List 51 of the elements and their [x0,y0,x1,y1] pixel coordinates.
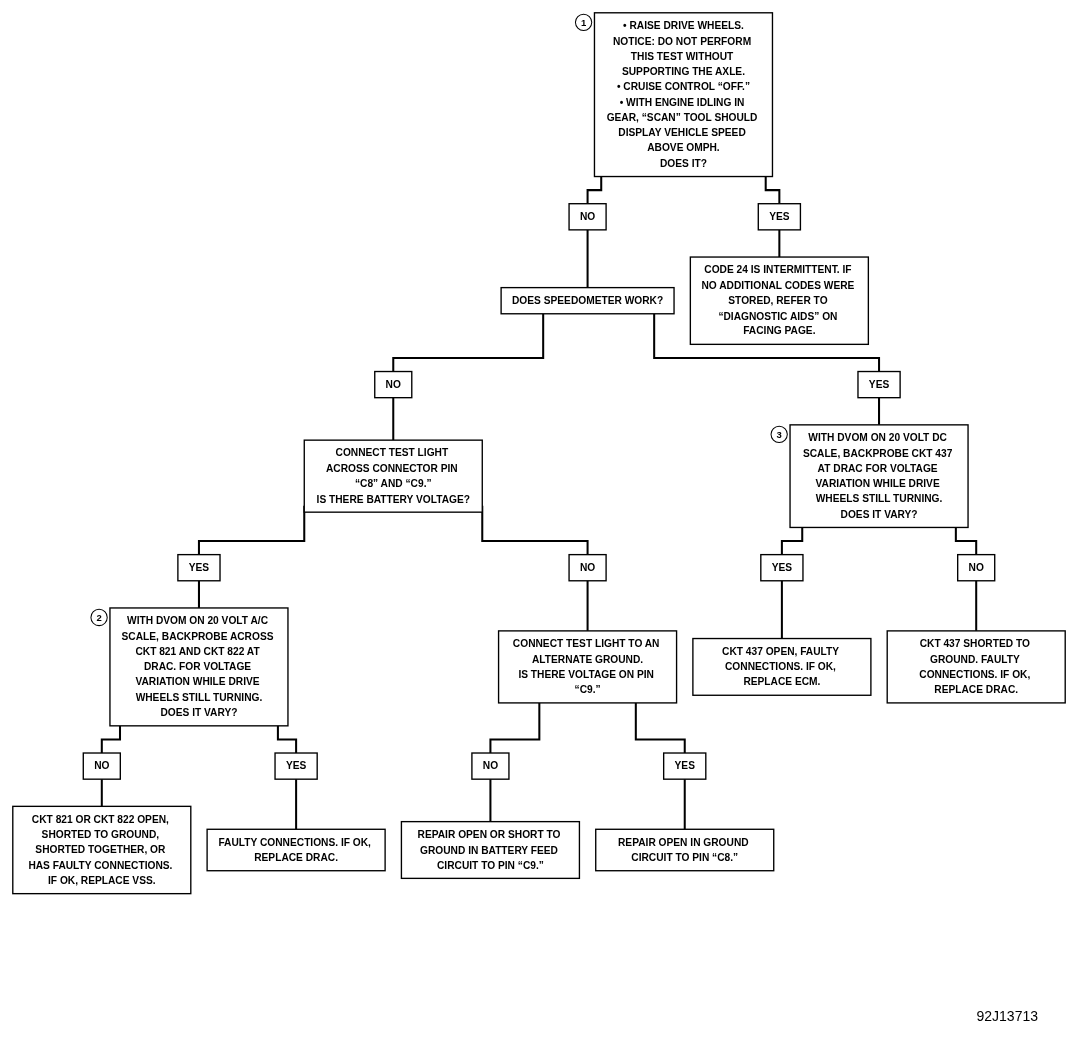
connector [780,580,783,640]
connector [197,580,200,609]
node-box: CKT 821 OR CKT 822 OPEN, SHORTED TO GROUND, SHORTED TOGETHER, OR HAS FAULTY CONNECTIONS. IF OK, REPLACE VSS. [12,805,192,895]
connector [489,702,541,755]
node-box: CONNECT TEST LIGHT ACROSS CONNECTOR PIN “C8” AND “C9.” IS THERE BATTERY VOLTAGE? [303,439,483,513]
node-box: YES [663,752,707,780]
node-box: REPAIR OPEN OR SHORT TO GROUND IN BATTERY FEED CIRCUIT TO PIN “C9.” [400,820,581,880]
node-box: WITH DVOM ON 20 VOLT DC SCALE, BACKPROBE CKT 437 AT DRAC FOR VOLTAGE VARIATION WHILE DRIVE WHEELS STILL TURNING. DOES IT VARY? [789,424,969,529]
connector [276,725,298,755]
node-box: • RAISE DRIVE WHEELS. NOTICE: DO NOT PERFORM THIS TEST WITHOUT SUPPORTING THE AXLE. • CRUISE CONTROL “OFF.” • WITH ENGINE IDLING IN GEAR, “SCAN” TOOL SHOULD DISPLAY VEHICLE SPEED ABOVE OMPH. DOES IT? [593,12,774,178]
node-box: NO [568,203,607,231]
node-box: CKT 437 SHORTED TO GROUND. FAULTY CONNECTIONS. IF OK, REPLACE DRAC. [886,630,1066,704]
node-box: NO [82,752,121,780]
connector [634,702,686,755]
node-box: NO [568,553,607,582]
step-number: 3 [770,425,788,444]
connector [392,397,395,442]
connector [653,313,881,373]
node-box: YES [757,203,802,231]
node-box: NO [471,752,510,780]
connector [878,397,881,426]
node-box: NO [957,553,996,582]
connector [778,229,781,259]
figure-number: 92J13713 [976,1008,1038,1024]
node-box: YES [177,553,221,582]
connector [586,229,589,289]
connector [100,779,103,808]
node-box: YES [760,553,804,582]
connector [392,313,545,373]
node-box: CKT 437 OPEN, FAULTY CONNECTIONS. IF OK, REPLACE ECM. [692,637,872,696]
connector [683,779,686,831]
connector [780,527,804,556]
node-box: CONNECT TEST LIGHT TO AN ALTERNATE GROUND. IS THERE VOLTAGE ON PIN “C9.” [497,630,678,704]
connector [975,580,978,632]
connector [954,527,978,556]
node-box: YES [857,370,901,399]
node-box: DOES SPEEDOMETER WORK? [500,286,675,315]
connector [100,725,121,755]
node-box: YES [274,752,318,780]
node-box: CODE 24 IS INTERMITTENT. IF NO ADDITIONAL CODES WERE STORED, REFER TO “DIAGNOSTIC AIDS” ON FACING PAGE. [689,256,870,346]
connector [295,779,298,831]
step-number: 1 [574,13,593,31]
connector [489,779,492,823]
connector [764,176,781,205]
connector [586,580,589,632]
node-box: REPAIR OPEN IN GROUND CIRCUIT TO PIN “C8.” [595,828,775,872]
node-box: NO [374,370,413,399]
step-number: 2 [90,608,108,627]
node-box: WITH DVOM ON 20 VOLT A/C SCALE, BACKPROBE ACROSS CKT 821 AND CKT 822 AT DRAC. FOR VOLTAGE VARIATION WHILE DRIVE WHEELS STILL TURNING. DOES IT VARY? [109,607,289,727]
connector [586,176,603,205]
node-box: FAULTY CONNECTIONS. IF OK, REPLACE DRAC. [206,828,386,872]
